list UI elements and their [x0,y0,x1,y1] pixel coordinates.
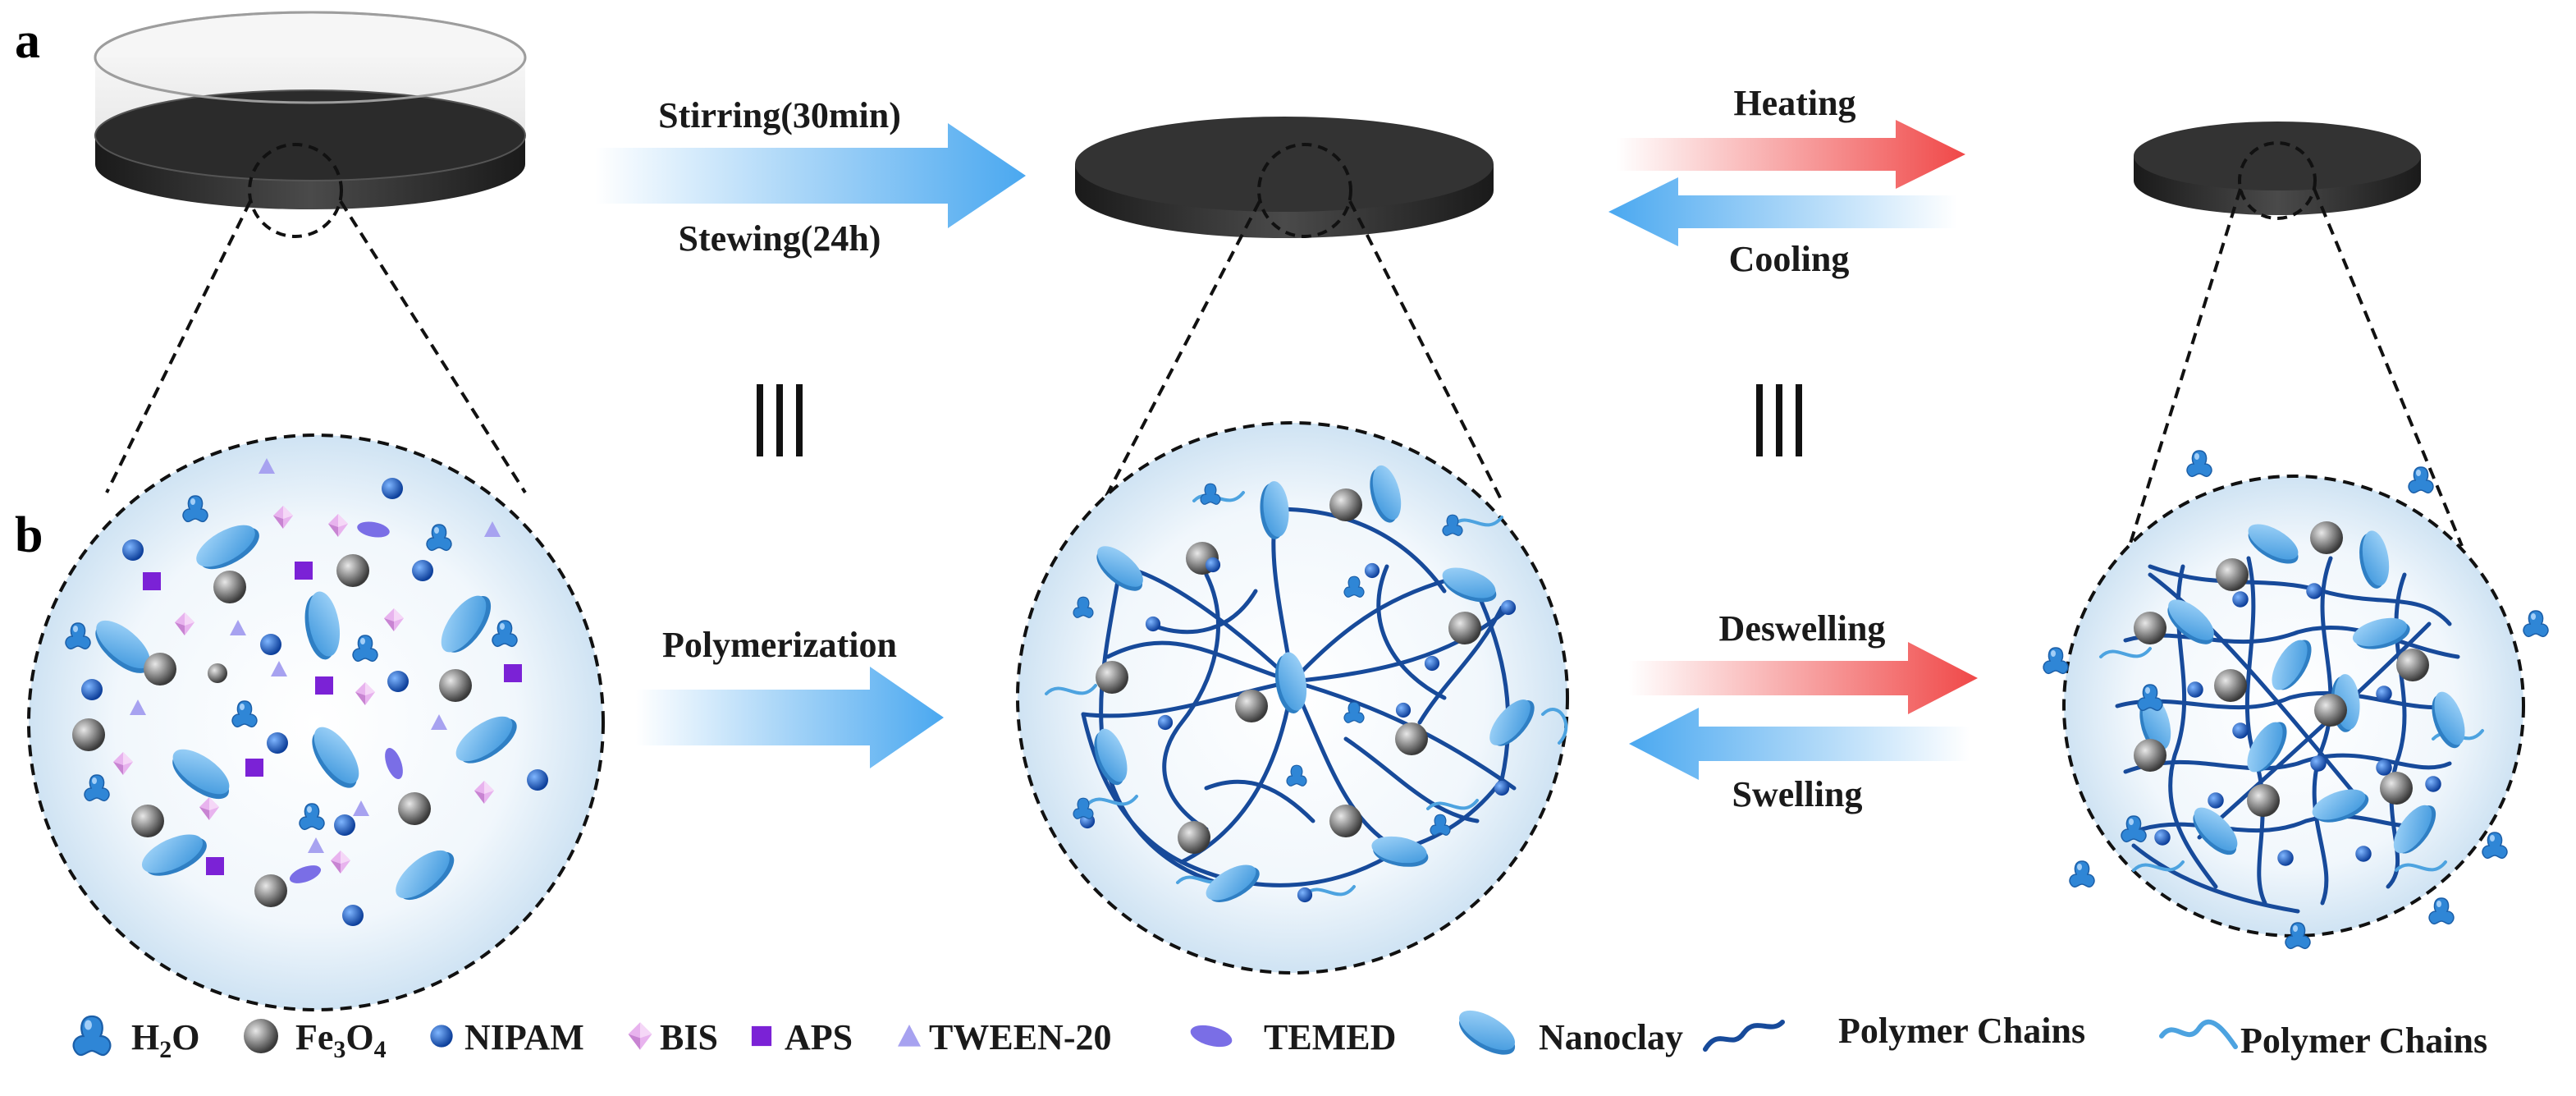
petri-dish-with-solution [94,11,527,209]
polymerization-label: Polymerization [662,625,897,665]
legend-item-nanoclay: Nanoclay [1451,1002,1683,1063]
legend-label-temed: TEMED [1264,1017,1396,1057]
zoom-ring-dish [248,143,343,238]
panel-label-a: a [15,13,40,69]
stirring-arrow [595,123,1026,228]
legend-item-aps: APS [751,1017,853,1057]
zoom-projection-lines [105,188,2464,547]
legend-item-nipam: NIPAM [430,1017,584,1057]
fe3o4-sphere-icon [244,1019,278,1053]
light-polymer-chain-icon [2159,1019,2238,1049]
deswollen-hydrogel-network-circle [2043,450,2549,950]
equivalence-symbol-right: ||| [1756,384,1802,456]
nipam-dot-icon [430,1025,453,1048]
precursor-solution-circle [27,433,605,1011]
aps-square-icon [751,1025,772,1047]
legend-item-temed: TEMED [1187,1017,1396,1057]
stirring-label: Stirring(30min) [658,95,901,135]
legend-label-water: H2O [131,1017,199,1063]
swelling-label: Swelling [1732,774,1863,814]
legend-label-nipam: NIPAM [464,1017,584,1057]
legend-label-tween: TWEEN-20 [929,1017,1111,1057]
cooling-arrow [1608,177,1957,246]
hydrogel-disk-shrunk [2134,122,2421,215]
equivalence-symbol-left: ||| [757,384,803,456]
legend-label-dark-polymer-chains: Polymer Chains [1838,1011,2085,1051]
legend: H2O Fe3O4 NIPAM BIS APS TWEEN-20 TEMED [72,1002,2487,1063]
cooling-label: Cooling [1729,239,1850,279]
heating-arrow [1617,120,1965,189]
legend-label-fe3o4: Fe3O4 [295,1017,387,1063]
deswelling-label: Deswelling [1719,608,1886,649]
nanoclay-disk-icon [1451,1002,1523,1063]
polymer-chain-network [1081,507,1517,889]
water-icon [72,1015,112,1057]
heating-label: Heating [1733,83,1855,123]
polymerization-arrow [636,667,944,768]
legend-item-tween: TWEEN-20 [898,1017,1111,1057]
swollen-hydrogel-network-circle [1016,421,1569,974]
legend-item-bis: BIS [628,1017,718,1057]
dark-polymer-chain-icon [1703,1020,1785,1052]
tween-triangle-icon [898,1025,921,1047]
temed-ellipse-icon [1187,1020,1235,1052]
bis-crystal-icon [628,1022,652,1050]
legend-item-water: H2O [72,1015,199,1063]
swelling-arrow [1629,708,1970,780]
legend-item-fe3o4: Fe3O4 [244,1017,387,1063]
legend-label-light-polymer-chains: Polymer Chains [2240,1020,2487,1061]
deswelling-arrow [1629,642,1978,714]
legend-item-light-polymer-chains: Polymer Chains [2159,1019,2487,1061]
hydrogel-disk-swollen [1075,117,1494,238]
legend-item-dark-polymer-chains: Polymer Chains [1703,1011,2085,1052]
legend-label-nanoclay: Nanoclay [1539,1017,1683,1057]
zoom-ring-disk-shrunk [2238,141,2317,220]
stewing-label: Stewing(24h) [679,218,881,259]
panel-label-b: b [15,507,43,563]
legend-label-bis: BIS [660,1017,718,1057]
legend-label-aps: APS [785,1017,853,1057]
zoom-ring-disk-swollen [1257,143,1352,238]
